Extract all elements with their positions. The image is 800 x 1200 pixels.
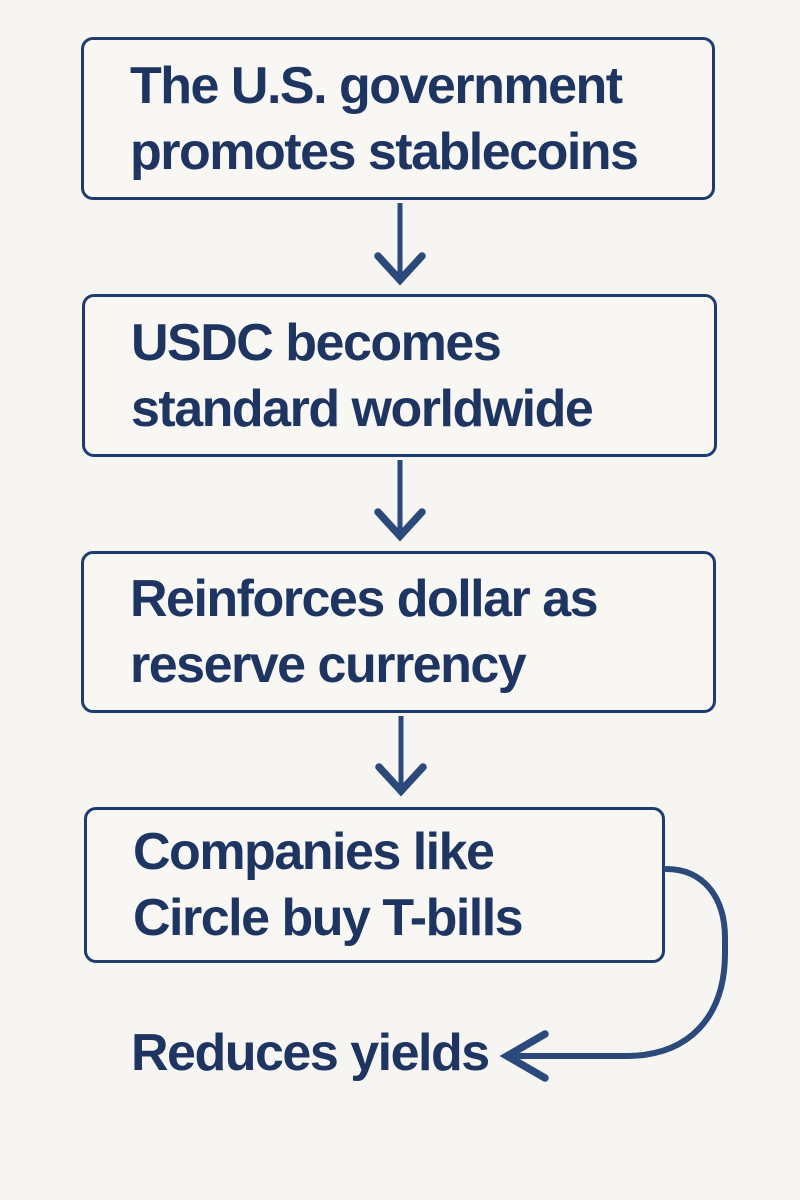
flow-node-label: Companies like Circle buy T-bills [133, 823, 524, 947]
arrow-down-icon-3 [375, 716, 427, 797]
flow-node-companies-buy-tbills: Companies like Circle buy T-bills [84, 807, 665, 963]
flow-node-usdc-standard-worldwide: USDC becomes standard worldwide [82, 294, 717, 457]
end-label-reduces-yields: Reduces yields [131, 1024, 490, 1082]
flow-node-label: The U.S. government promotes stablecoins [130, 56, 639, 181]
flow-node-label: Reinforces dollar as reserve currency [130, 570, 599, 694]
flow-node-label: USDC becomes standard worldwide [131, 313, 594, 438]
flow-node-reinforces-dollar-reserve: Reinforces dollar as reserve currency [81, 551, 716, 713]
arrow-down-icon-1 [374, 203, 426, 286]
arrow-down-icon-2 [374, 460, 426, 542]
flow-node-government-promotes-stablecoins: The U.S. government promotes stablecoins [81, 37, 715, 200]
